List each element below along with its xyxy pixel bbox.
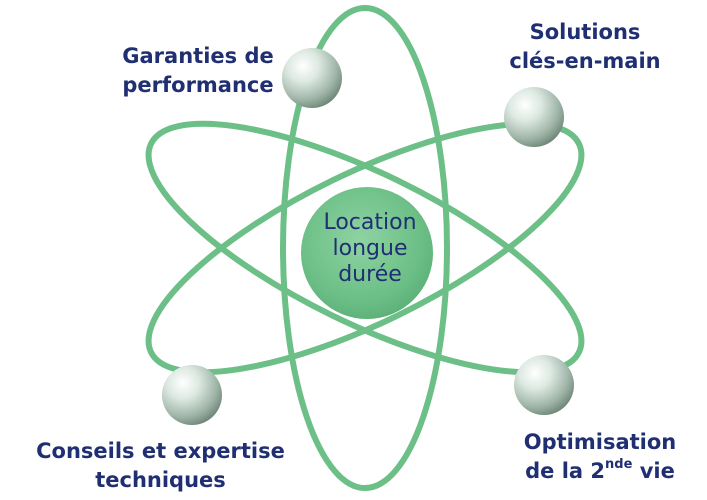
label-bottom-left-line-2: techniques: [95, 468, 226, 492]
sphere-top-left: [282, 48, 342, 108]
orbit-vertical: [280, 5, 450, 491]
label-top-left-line-2: performance: [122, 73, 274, 97]
label-bottom-right-sup: nde: [605, 457, 633, 472]
sphere-bottom-right: [514, 355, 574, 415]
orbit-diagonal-a: [145, 120, 585, 376]
center-line-3: durée: [338, 262, 402, 287]
label-top-right-line-2: clés-en-main: [509, 49, 661, 73]
label-bottom-right-line-2: de la 2nde vie: [505, 457, 695, 486]
label-bottom-left: Conseils et expertise techniques: [18, 437, 303, 495]
center-label: Location longue durée: [295, 210, 445, 288]
label-bottom-right: Optimisation de la 2nde vie: [505, 428, 695, 486]
label-bottom-right-line-1: Optimisation: [523, 430, 677, 454]
label-top-left-line-1: Garanties de: [122, 44, 274, 68]
center-line-2: longue: [332, 236, 408, 261]
label-top-right-line-1: Solutions: [529, 20, 641, 44]
label-top-right: Solutions clés-en-main: [495, 18, 675, 76]
center-line-1: Location: [323, 210, 417, 235]
sphere-bottom-left: [162, 365, 222, 425]
sphere-top-right: [504, 87, 564, 147]
label-bottom-right-pre: de la 2: [525, 459, 606, 483]
label-bottom-right-post: vie: [632, 459, 675, 483]
orbit-diagonal-b: [145, 120, 585, 376]
nucleus: [301, 187, 433, 319]
label-bottom-left-line-1: Conseils et expertise: [36, 439, 285, 463]
label-top-left: Garanties de performance: [104, 42, 292, 100]
